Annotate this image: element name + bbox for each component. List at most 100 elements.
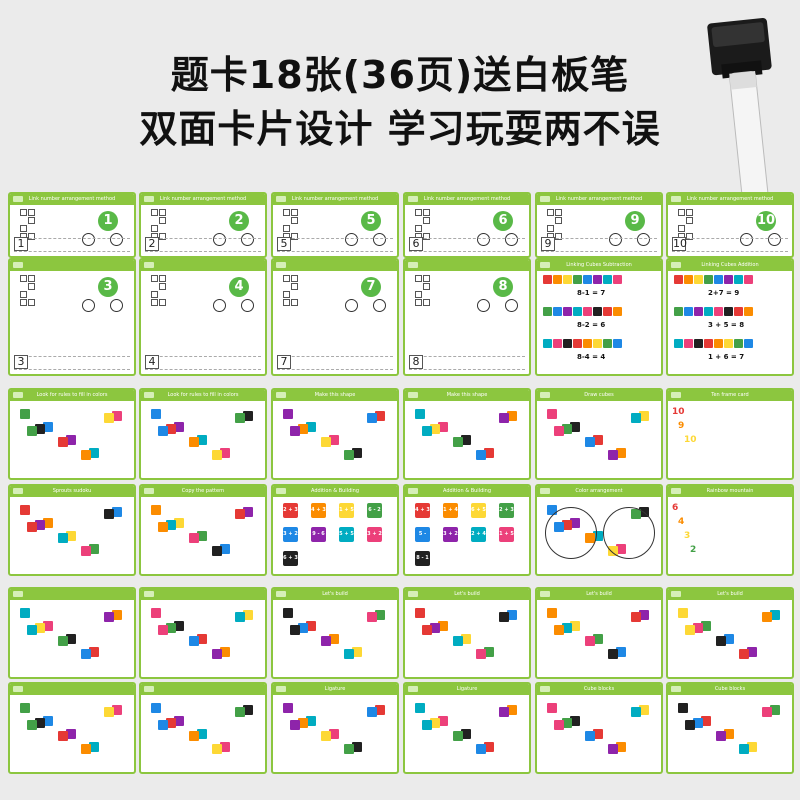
cube-block (367, 612, 377, 622)
worksheet-card[interactable]: Let's build (666, 587, 794, 679)
worksheet-card[interactable]: Look for rules to fill in colors (8, 388, 136, 480)
cube-block (461, 435, 471, 445)
linking-cube (714, 307, 723, 316)
cube-block (43, 518, 53, 528)
number-badge: 10 (756, 211, 776, 231)
card-tag (144, 392, 154, 398)
cube-block (507, 411, 517, 421)
worksheet-card[interactable]: Look for rules to fill in colors (139, 388, 267, 480)
card-tag (540, 488, 550, 494)
worksheet-card[interactable]: Cube blocks (535, 682, 663, 774)
worksheet-card[interactable] (8, 682, 136, 774)
worksheet-card[interactable] (139, 587, 267, 679)
cube-block (701, 621, 711, 631)
sum-tile: 2 + 3 (283, 503, 298, 518)
cube-outline (555, 217, 562, 224)
cube-block (212, 744, 222, 754)
cube-outline (159, 275, 166, 282)
card-tag (540, 591, 550, 597)
cube-block (166, 718, 176, 728)
cube-block (438, 716, 448, 726)
worksheet-card[interactable]: Make this shape (271, 388, 399, 480)
card-title: Look for rules to fill in colors (10, 390, 134, 401)
worksheet-card[interactable] (139, 682, 267, 774)
cube-block (89, 544, 99, 554)
worksheet-card[interactable]: Color arrangement (535, 484, 663, 576)
cube-block (243, 411, 253, 421)
worksheet-card[interactable]: Sprouts sudoku (8, 484, 136, 576)
card-title (141, 589, 265, 600)
cube-block (189, 731, 199, 741)
cube-outline (159, 283, 166, 290)
split-circle-left (740, 233, 753, 246)
cube-block (453, 437, 463, 447)
split-circle-right (241, 299, 254, 312)
card-body (537, 497, 661, 574)
cube-block (329, 729, 339, 739)
worksheet-card[interactable]: Draw cubes (535, 388, 663, 480)
worksheet-card[interactable]: Let's build (271, 587, 399, 679)
worksheet-card[interactable] (8, 587, 136, 679)
worksheet-card[interactable]: Let's build (535, 587, 663, 679)
sum-tile: 5 - (415, 527, 430, 542)
number-badge: 7 (361, 277, 381, 297)
split-circle-left (82, 233, 95, 246)
worksheet-card[interactable]: Ligature (403, 682, 531, 774)
linking-cube (704, 339, 713, 348)
cube-block (58, 731, 68, 741)
write-number: 7 (277, 355, 291, 369)
cube-block (20, 409, 30, 419)
cube-block (166, 424, 176, 434)
cube-block (739, 649, 749, 659)
card-title: Link number arrangement method (405, 194, 529, 205)
cube-outline (20, 209, 27, 216)
cube-block (585, 636, 595, 646)
linking-cube (543, 339, 552, 348)
split-circle-right (373, 299, 386, 312)
cube-block (283, 608, 293, 618)
cube-block (570, 716, 580, 726)
cube-block (554, 426, 564, 436)
cube-block (174, 716, 184, 726)
worksheet-card[interactable]: Copy the pattern (139, 484, 267, 576)
sum-tile: 1 + 4 (443, 503, 458, 518)
cube-block (298, 623, 308, 633)
cube-outline (415, 291, 422, 298)
worksheet-card[interactable]: Cube blocks (666, 682, 794, 774)
cube-block (352, 742, 362, 752)
cube-block (112, 507, 122, 517)
digit-label: 2 (690, 545, 697, 555)
card-body (668, 600, 792, 677)
worksheet-card[interactable]: Ligature (271, 682, 399, 774)
linking-cube (603, 339, 612, 348)
linking-cube (704, 275, 713, 284)
cube-block (724, 634, 734, 644)
linking-cube (583, 307, 592, 316)
cube-outline (686, 209, 693, 216)
worksheet-card[interactable]: Let's build (403, 587, 531, 679)
card-title (273, 260, 397, 271)
card-tag (276, 488, 286, 494)
worksheet-card[interactable]: Make this shape (403, 388, 531, 480)
sum-tile: 6 - 2 (367, 503, 382, 518)
card-body (405, 695, 529, 772)
cube-block (585, 437, 595, 447)
cube-block (570, 422, 580, 432)
cube-block (158, 625, 168, 635)
